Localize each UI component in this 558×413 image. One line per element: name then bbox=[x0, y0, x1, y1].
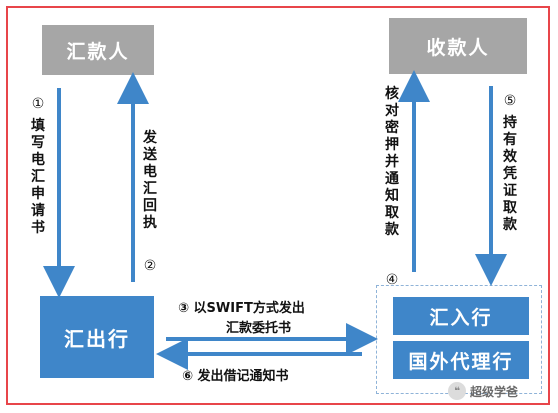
step2-label: 发送电汇回执 bbox=[143, 130, 157, 231]
foreign-agent-bank-node: 国外代理行 bbox=[393, 341, 529, 379]
watermark: ❝ 超级学爸 bbox=[448, 382, 518, 400]
step2-number: ② bbox=[143, 258, 157, 274]
remitting-bank-node: 汇出行 bbox=[40, 296, 154, 378]
watermark-text: 超级学爸 bbox=[470, 384, 519, 399]
wechat-icon: ❝ bbox=[448, 382, 466, 400]
step3-label-line2: 汇款委托书 bbox=[226, 321, 292, 336]
step4-label: 核对密押并通知取款 bbox=[385, 86, 399, 238]
step5-number: ⑤ bbox=[503, 93, 517, 109]
step1-label: 填写电汇申请书 bbox=[31, 118, 45, 236]
diagram-frame bbox=[6, 6, 550, 405]
step4-number: ④ bbox=[385, 272, 399, 288]
remitter-node: 汇款人 bbox=[42, 25, 154, 75]
paying-bank-node: 汇入行 bbox=[393, 297, 529, 335]
payee-node: 收款人 bbox=[389, 18, 527, 74]
step1-number: ① bbox=[31, 96, 45, 112]
step6-label: ⑥ 发出借记通知书 bbox=[182, 369, 289, 384]
step5-label: 持有效凭证取款 bbox=[503, 115, 517, 233]
step3-label-line1: ③ 以SWIFT方式发出 bbox=[178, 301, 305, 316]
